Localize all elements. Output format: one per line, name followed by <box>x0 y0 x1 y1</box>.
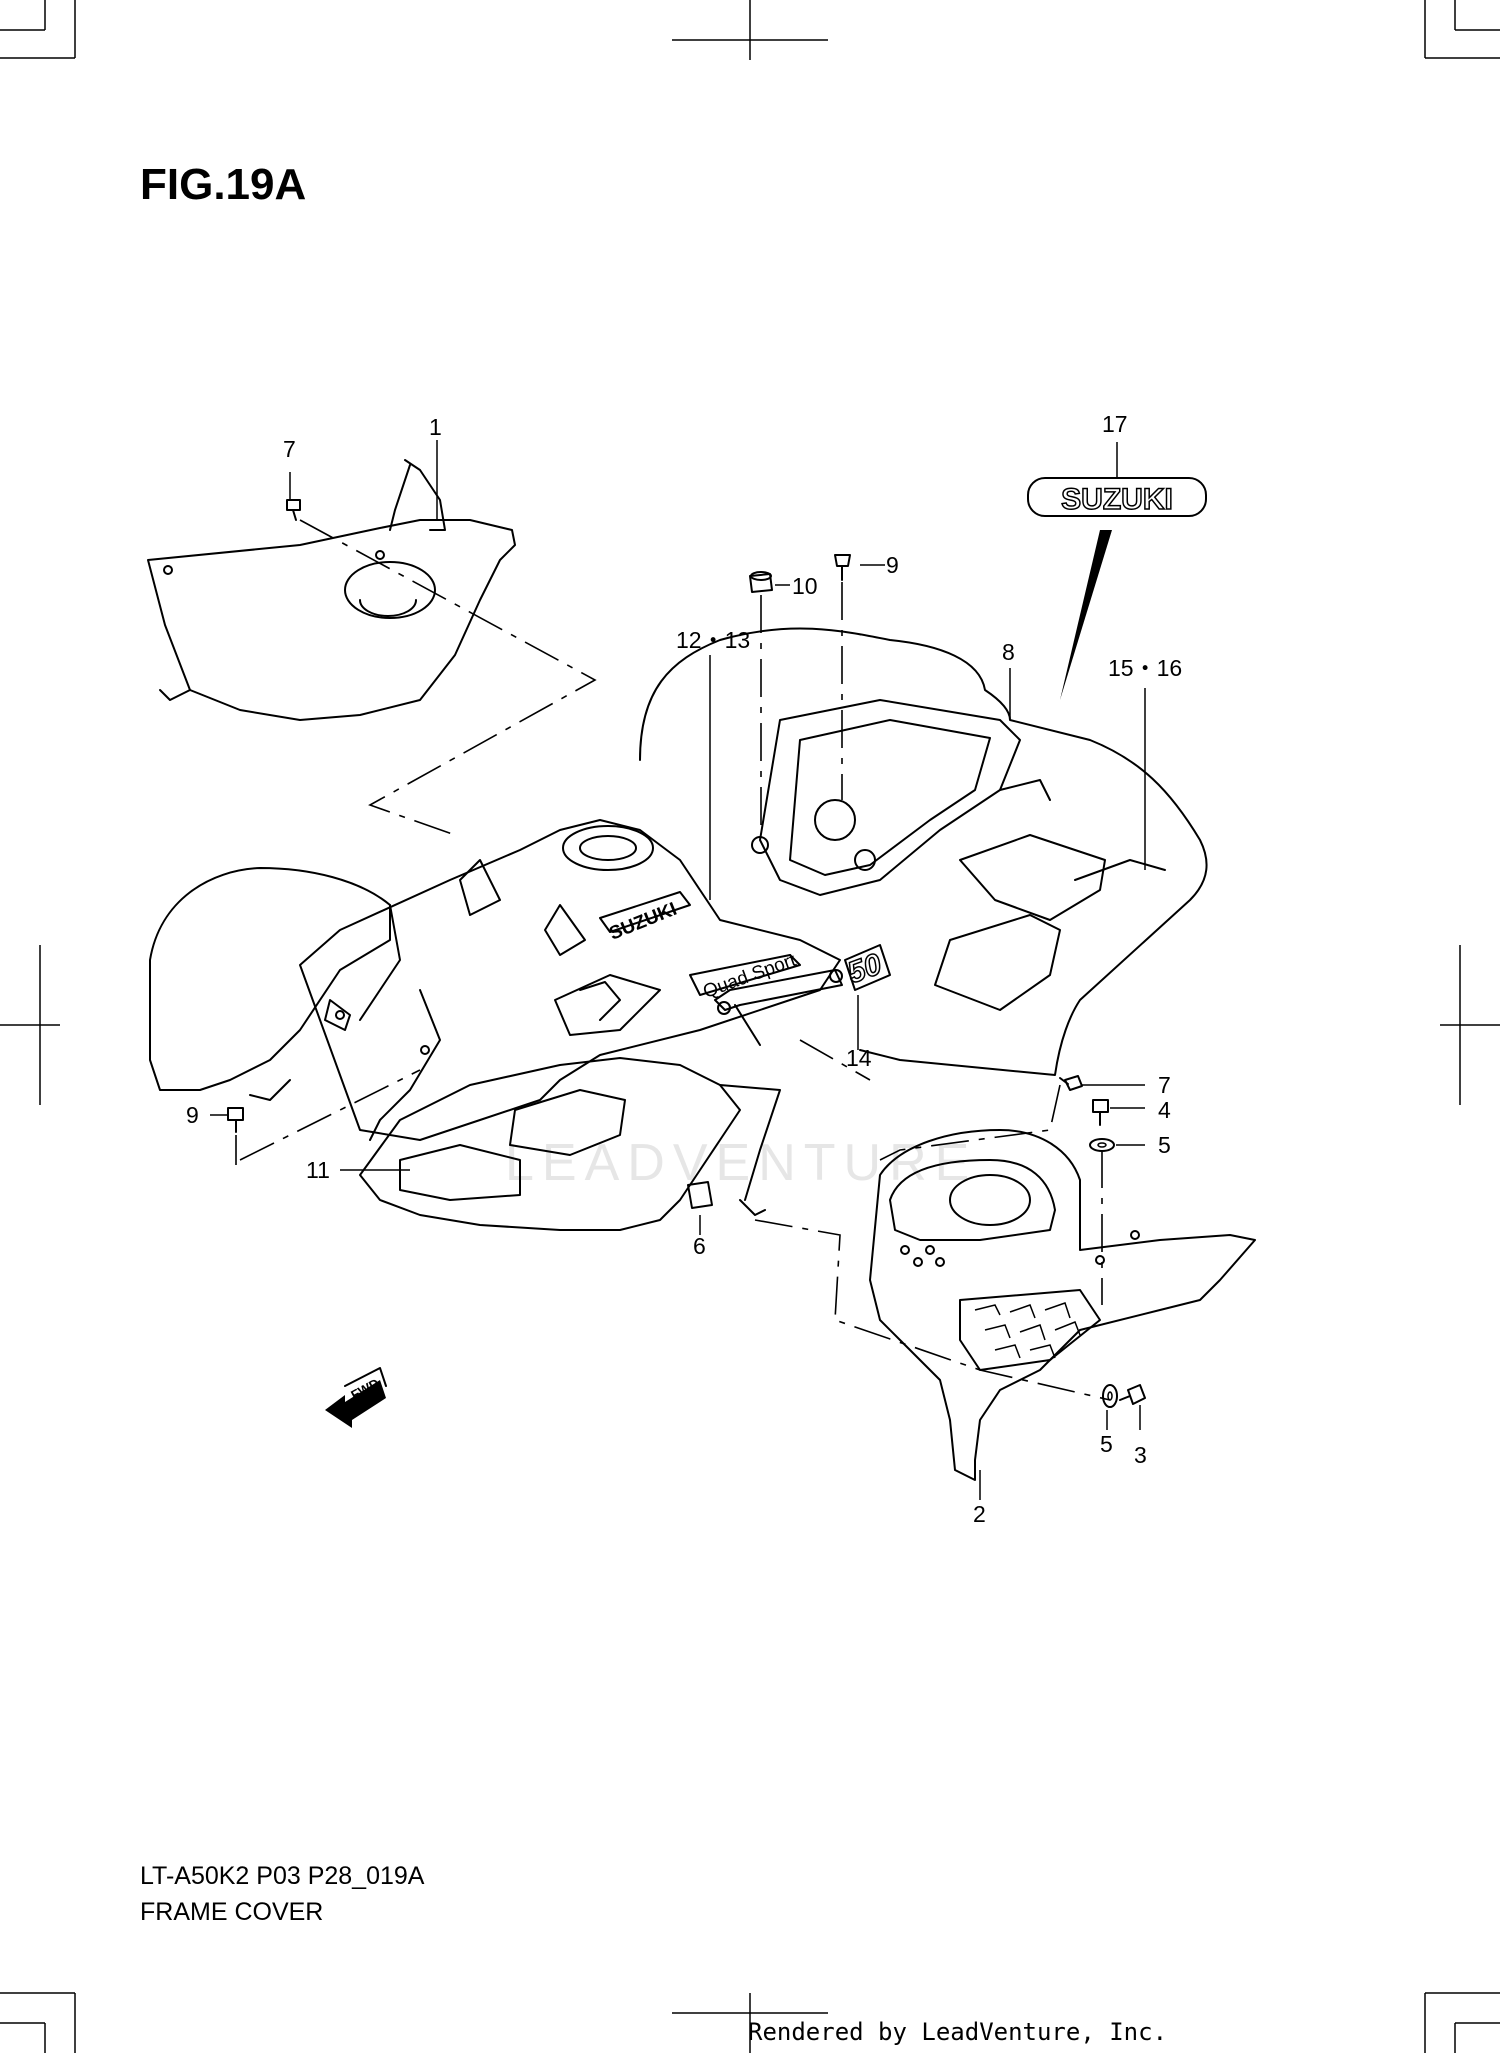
callout-6: 6 <box>693 1233 706 1259</box>
callout-5-lower: 5 <box>1100 1431 1113 1457</box>
callout-9-top: 9 <box>886 552 899 578</box>
callout-7-right: 7 <box>1158 1072 1171 1098</box>
part-2-footrest-guard <box>869 1129 1256 1481</box>
render-footer: Rendered by LeadVenture, Inc. <box>748 2018 1168 2046</box>
watermark-text: LEADVENTURE <box>505 1134 977 1192</box>
figure-caption: FRAME COVER <box>140 1898 324 1926</box>
model-code: LT-A50K2 P03 P28_019A <box>140 1862 425 1890</box>
fasteners <box>227 499 1146 1408</box>
callout-5-upper: 5 <box>1158 1132 1171 1158</box>
callout-8: 8 <box>1002 639 1015 665</box>
callout-17: 17 <box>1102 411 1128 437</box>
callout-1: 1 <box>429 414 442 440</box>
callout-7-top: 7 <box>283 436 296 462</box>
quad-sport-text: Quad Sport <box>700 950 799 1003</box>
callout-9-left: 9 <box>186 1102 199 1128</box>
callout-2: 2 <box>973 1501 986 1527</box>
callout-labels: 1 7 17 9 10 12・13 8 15・16 14 7 4 5 9 11 … <box>186 411 1182 1527</box>
callout-3: 3 <box>1134 1442 1147 1468</box>
callout-14: 14 <box>846 1045 872 1071</box>
callout-10: 10 <box>792 573 818 599</box>
suzuki-emblem-text: SUZUKI <box>1061 483 1173 516</box>
part-11-front-fender-decal <box>359 1057 781 1231</box>
callout-15-16: 15・16 <box>1108 655 1182 681</box>
part-17-suzuki-emblem: SUZUKI <box>1027 477 1207 700</box>
part-1-front-inner-cover <box>147 459 516 721</box>
part-14-bracket <box>714 969 843 1046</box>
forward-direction-arrow: FWD <box>325 1367 387 1428</box>
tank-suzuki-decal: SUZUKI <box>606 899 679 945</box>
callout-11: 11 <box>306 1157 330 1183</box>
number-decal: 50 <box>843 948 886 991</box>
part-main-body-left: SUZUKI Quad Sport <box>149 819 841 1141</box>
part-8-rear-fender: 50 <box>639 627 1208 1076</box>
callout-4: 4 <box>1158 1097 1171 1123</box>
callout-12-13: 12・13 <box>676 627 750 653</box>
leader-lines <box>210 440 1146 1500</box>
assembly-lines <box>235 519 1111 1401</box>
figure-title: FIG.19A <box>140 160 307 209</box>
